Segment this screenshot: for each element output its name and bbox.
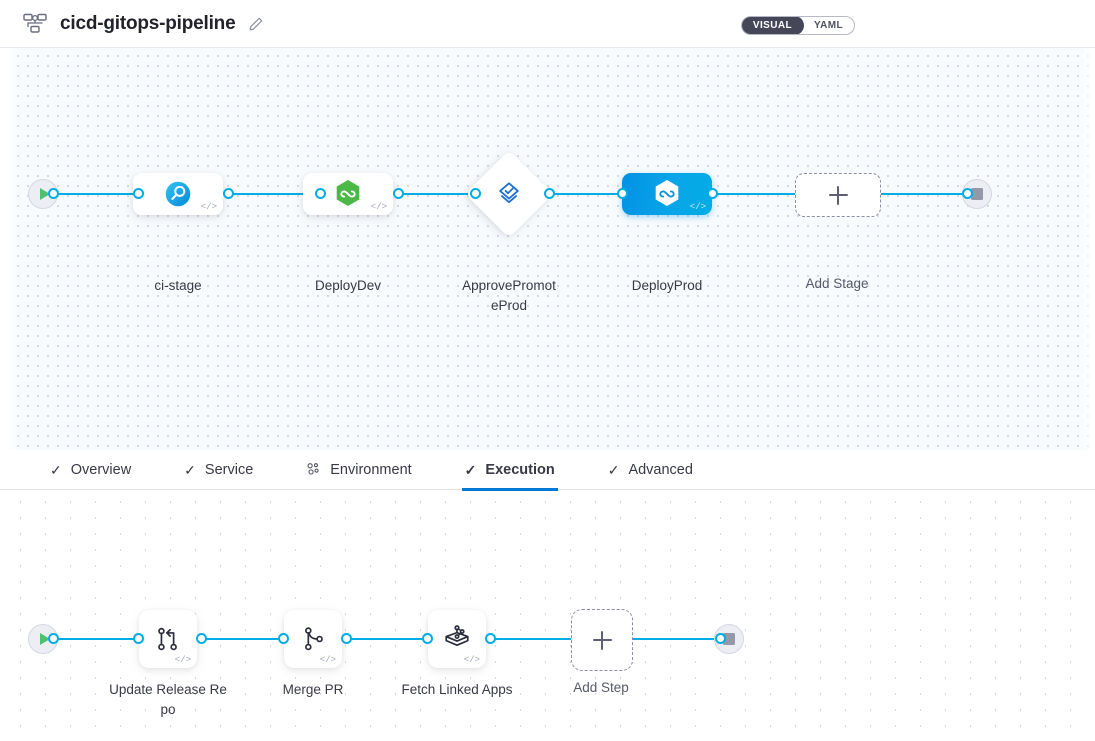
stage-node-deployprod[interactable]: </> — [622, 173, 712, 215]
port-deployprod-in[interactable] — [617, 188, 628, 199]
port-merge-pr-out[interactable] — [341, 633, 352, 644]
step-node-merge-pr[interactable]: </> — [284, 610, 342, 668]
edge-deployprod-to-addstage — [705, 193, 805, 195]
edge-start-to-ci-stage — [52, 193, 144, 195]
port-deployprod-out[interactable] — [707, 188, 718, 199]
port-ci-stage-out[interactable] — [223, 188, 234, 199]
tab-label: Service — [204, 461, 254, 478]
port-approve-in[interactable] — [470, 188, 481, 199]
page-title: cicd-gitops-pipeline — [60, 12, 236, 34]
edge-start-to-update-release-repo — [52, 638, 144, 640]
edge-addstep-to-end — [631, 638, 726, 640]
plus-icon — [592, 630, 612, 650]
port-ci-stage-in[interactable] — [133, 188, 144, 199]
tab-label: Environment — [330, 461, 412, 478]
git-merge-icon — [305, 627, 323, 651]
check-icon: ✓ — [184, 461, 196, 478]
edge-update-release-repo-to-merge-pr — [200, 638, 292, 640]
git-branch-update-icon — [158, 627, 177, 651]
step-canvas-left-fade — [0, 490, 20, 741]
port-start-out[interactable] — [48, 188, 59, 199]
pipeline-nodes-icon — [22, 11, 48, 37]
edge-merge-pr-to-fetch-linked-apps — [345, 638, 437, 640]
port-end-in[interactable] — [962, 188, 973, 199]
tab-advanced[interactable]: ✓ Advanced — [605, 450, 696, 490]
code-glyph: </> — [174, 655, 191, 665]
step-label-fetch-linked-apps: Fetch Linked Apps — [401, 682, 513, 697]
tab-label: Execution — [485, 461, 555, 478]
view-mode-toggle[interactable]: VISUAL YAML — [740, 16, 855, 35]
green-hexagon-infinity-icon — [336, 180, 360, 206]
add-stage-button[interactable] — [795, 173, 881, 217]
node-cluster-icon — [306, 462, 321, 477]
toggle-yaml[interactable]: YAML — [813, 20, 843, 31]
stage-label-deploydev: DeployDev — [314, 278, 382, 293]
edge-addstage-to-end — [875, 193, 970, 195]
port-update-release-repo-in[interactable] — [133, 633, 144, 644]
code-glyph: </> — [689, 202, 706, 212]
tab-environment[interactable]: Environment — [303, 450, 414, 490]
port-exec-start-out[interactable] — [48, 633, 59, 644]
step-label-update-release-repo: Update Release Repo — [109, 682, 227, 717]
port-merge-pr-in[interactable] — [278, 633, 289, 644]
add-step-label: Add Step — [573, 680, 629, 695]
edge-fetch-linked-apps-to-addstep — [488, 638, 573, 640]
white-hexagon-infinity-icon — [655, 180, 679, 206]
port-fetch-linked-apps-out[interactable] — [485, 633, 496, 644]
add-step-button[interactable] — [571, 609, 633, 671]
gitops-fetch-apps-icon — [445, 625, 469, 647]
tab-service[interactable]: ✓ Service — [181, 450, 256, 490]
edge-ci-stage-to-deploydev — [228, 193, 320, 195]
plus-icon — [828, 185, 848, 205]
pencil-edit-icon[interactable] — [247, 15, 265, 33]
check-icon: ✓ — [464, 461, 477, 478]
canvas-right-fade — [1077, 48, 1095, 450]
port-approve-out[interactable] — [544, 188, 555, 199]
stage-canvas[interactable]: </> ci-stage </> DeployDev ApprovePromot… — [0, 48, 1095, 450]
code-glyph: </> — [370, 202, 387, 212]
pipeline-header: cicd-gitops-pipeline VISUAL YAML — [0, 0, 1095, 48]
stop-square-icon — [723, 633, 735, 645]
port-exec-end-in[interactable] — [715, 633, 726, 644]
stage-node-ci-stage[interactable]: </> — [133, 173, 223, 215]
check-icon: ✓ — [50, 461, 62, 478]
tab-execution[interactable]: ✓ Execution — [461, 450, 558, 491]
edge-deploydev-to-approve — [393, 193, 478, 195]
stage-node-deploydev[interactable]: </> — [303, 173, 393, 215]
stage-config-tabs: ✓ Overview ✓ Service Environment ✓ Execu… — [0, 450, 1095, 491]
canvas-left-fade — [0, 48, 20, 450]
stage-label-ci-stage: ci-stage — [154, 278, 202, 293]
check-icon: ✓ — [607, 461, 620, 478]
stage-label-approve-promote-prod: ApprovePromoteProd — [462, 278, 556, 313]
play-icon — [39, 633, 50, 645]
port-deploydev-out[interactable] — [393, 188, 404, 199]
toggle-visual[interactable]: VISUAL — [741, 17, 804, 34]
code-glyph: </> — [200, 202, 217, 212]
port-fetch-linked-apps-in[interactable] — [422, 633, 433, 644]
code-glyph: </> — [463, 655, 480, 665]
step-node-update-release-repo[interactable]: </> — [139, 610, 197, 668]
step-label-merge-pr: Merge PR — [282, 682, 344, 697]
code-glyph: </> — [319, 655, 336, 665]
port-update-release-repo-out[interactable] — [196, 633, 207, 644]
step-node-fetch-linked-apps[interactable]: </> — [428, 610, 486, 668]
ci-build-icon — [165, 181, 191, 207]
tab-overview[interactable]: ✓ Overview — [47, 450, 134, 490]
stage-label-deployprod: DeployProd — [631, 278, 703, 293]
port-deploydev-in[interactable] — [315, 188, 326, 199]
play-icon — [39, 188, 50, 200]
execution-steps-canvas[interactable]: </> Update Release Repo </> Merge PR — [0, 490, 1095, 741]
tab-label: Advanced — [628, 461, 693, 478]
add-stage-label: Add Stage — [805, 276, 869, 291]
tab-label: Overview — [70, 461, 132, 478]
stop-square-icon — [971, 188, 983, 200]
